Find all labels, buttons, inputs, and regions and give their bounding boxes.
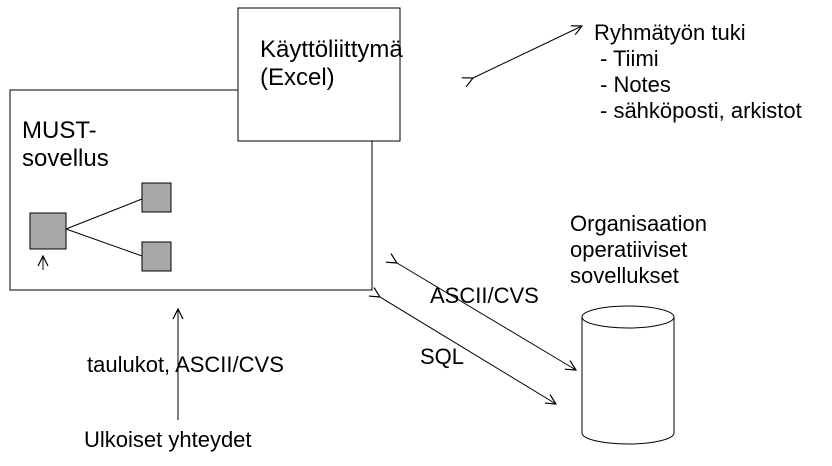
tree-connector-upper [65,198,143,230]
ui-excel-box [237,7,401,142]
groupware-title: Ryhmätyön tuki [594,20,746,45]
org-applications-label: Organisaation operatiiviset sovellukset [570,211,707,289]
sql-double-arrow [380,297,556,404]
must-label-line-2: sovellus [22,145,109,172]
tables-edge-label: taulukot, ASCII/CVS [87,352,284,377]
ui-excel-label: Käyttöliittymä (Excel) [260,36,403,92]
tree-child-node-upper [141,182,172,213]
org-label-line-1: Organisaation [570,211,707,236]
ui-groupware-double-arrow [473,26,582,78]
ascii-cvs-edge-label: ASCII/CVS [430,283,539,308]
tree-child-node-lower [141,241,172,272]
groupware-support-label: Ryhmätyön tuki - Tiimi - Notes - sähköpo… [594,20,802,124]
sql-edge-label: SQL [420,344,465,369]
must-label-line-1: MUST- [22,117,97,144]
org-label-line-3: sovellukset [570,263,679,288]
tree-root-node [29,212,67,250]
groupware-item-notes: - Notes [600,72,671,97]
database-cylinder-icon [581,305,675,445]
ui-label-line-1: Käyttöliittymä [260,36,403,63]
org-label-line-2: operatiiviset [570,237,688,262]
must-application-label: MUST- sovellus [22,117,109,173]
external-connections-label: Ulkoiset yhteydet [84,427,252,452]
tree-connector-lower [65,228,143,257]
groupware-item-team: - Tiimi [600,46,659,71]
groupware-item-email-archives: - sähköposti, arkistot [600,98,802,123]
ui-label-line-2: (Excel) [260,64,335,91]
